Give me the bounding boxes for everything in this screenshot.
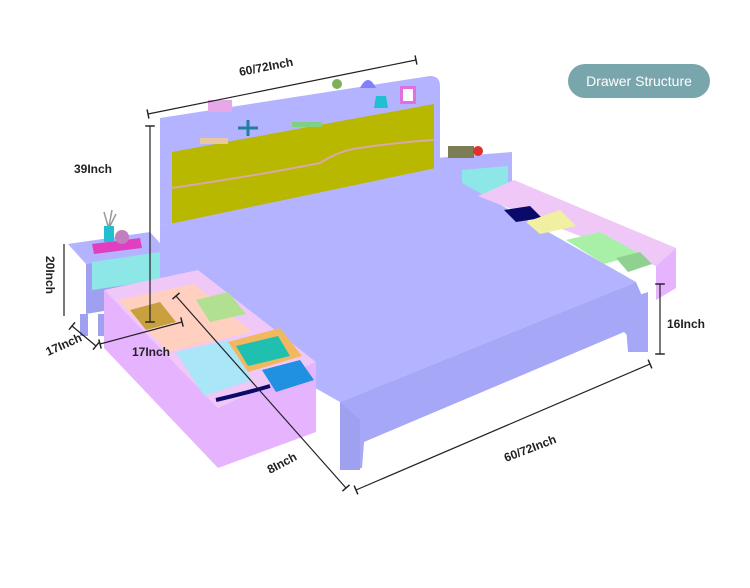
perfume-bottle-decor — [473, 146, 483, 156]
toy-decor — [238, 120, 258, 136]
plant-decor — [332, 79, 342, 89]
right-side-drawer — [478, 180, 676, 300]
bed-length-label: 60/72Inch — [502, 432, 558, 465]
vase-decor — [374, 96, 388, 108]
bed-height-label: 16Inch — [667, 317, 705, 331]
headboard-width-label: 60/72Inch — [238, 55, 294, 79]
nightstand-height-label: 20Inch — [43, 256, 57, 294]
diffuser-decor — [104, 226, 114, 242]
nightstand-width-label: 17Inch — [132, 345, 170, 359]
book-decor — [448, 146, 474, 158]
drawer-depth-label: 8Inch — [265, 450, 299, 477]
lamp-decor — [360, 80, 376, 88]
nightstand-depth-label: 17Inch — [44, 330, 84, 358]
box-decor — [208, 100, 232, 112]
drawer-structure-button[interactable]: Drawer Structure — [568, 64, 710, 98]
headboard-height-label: 39Inch — [74, 162, 112, 176]
dimension-lines — [63, 55, 665, 495]
